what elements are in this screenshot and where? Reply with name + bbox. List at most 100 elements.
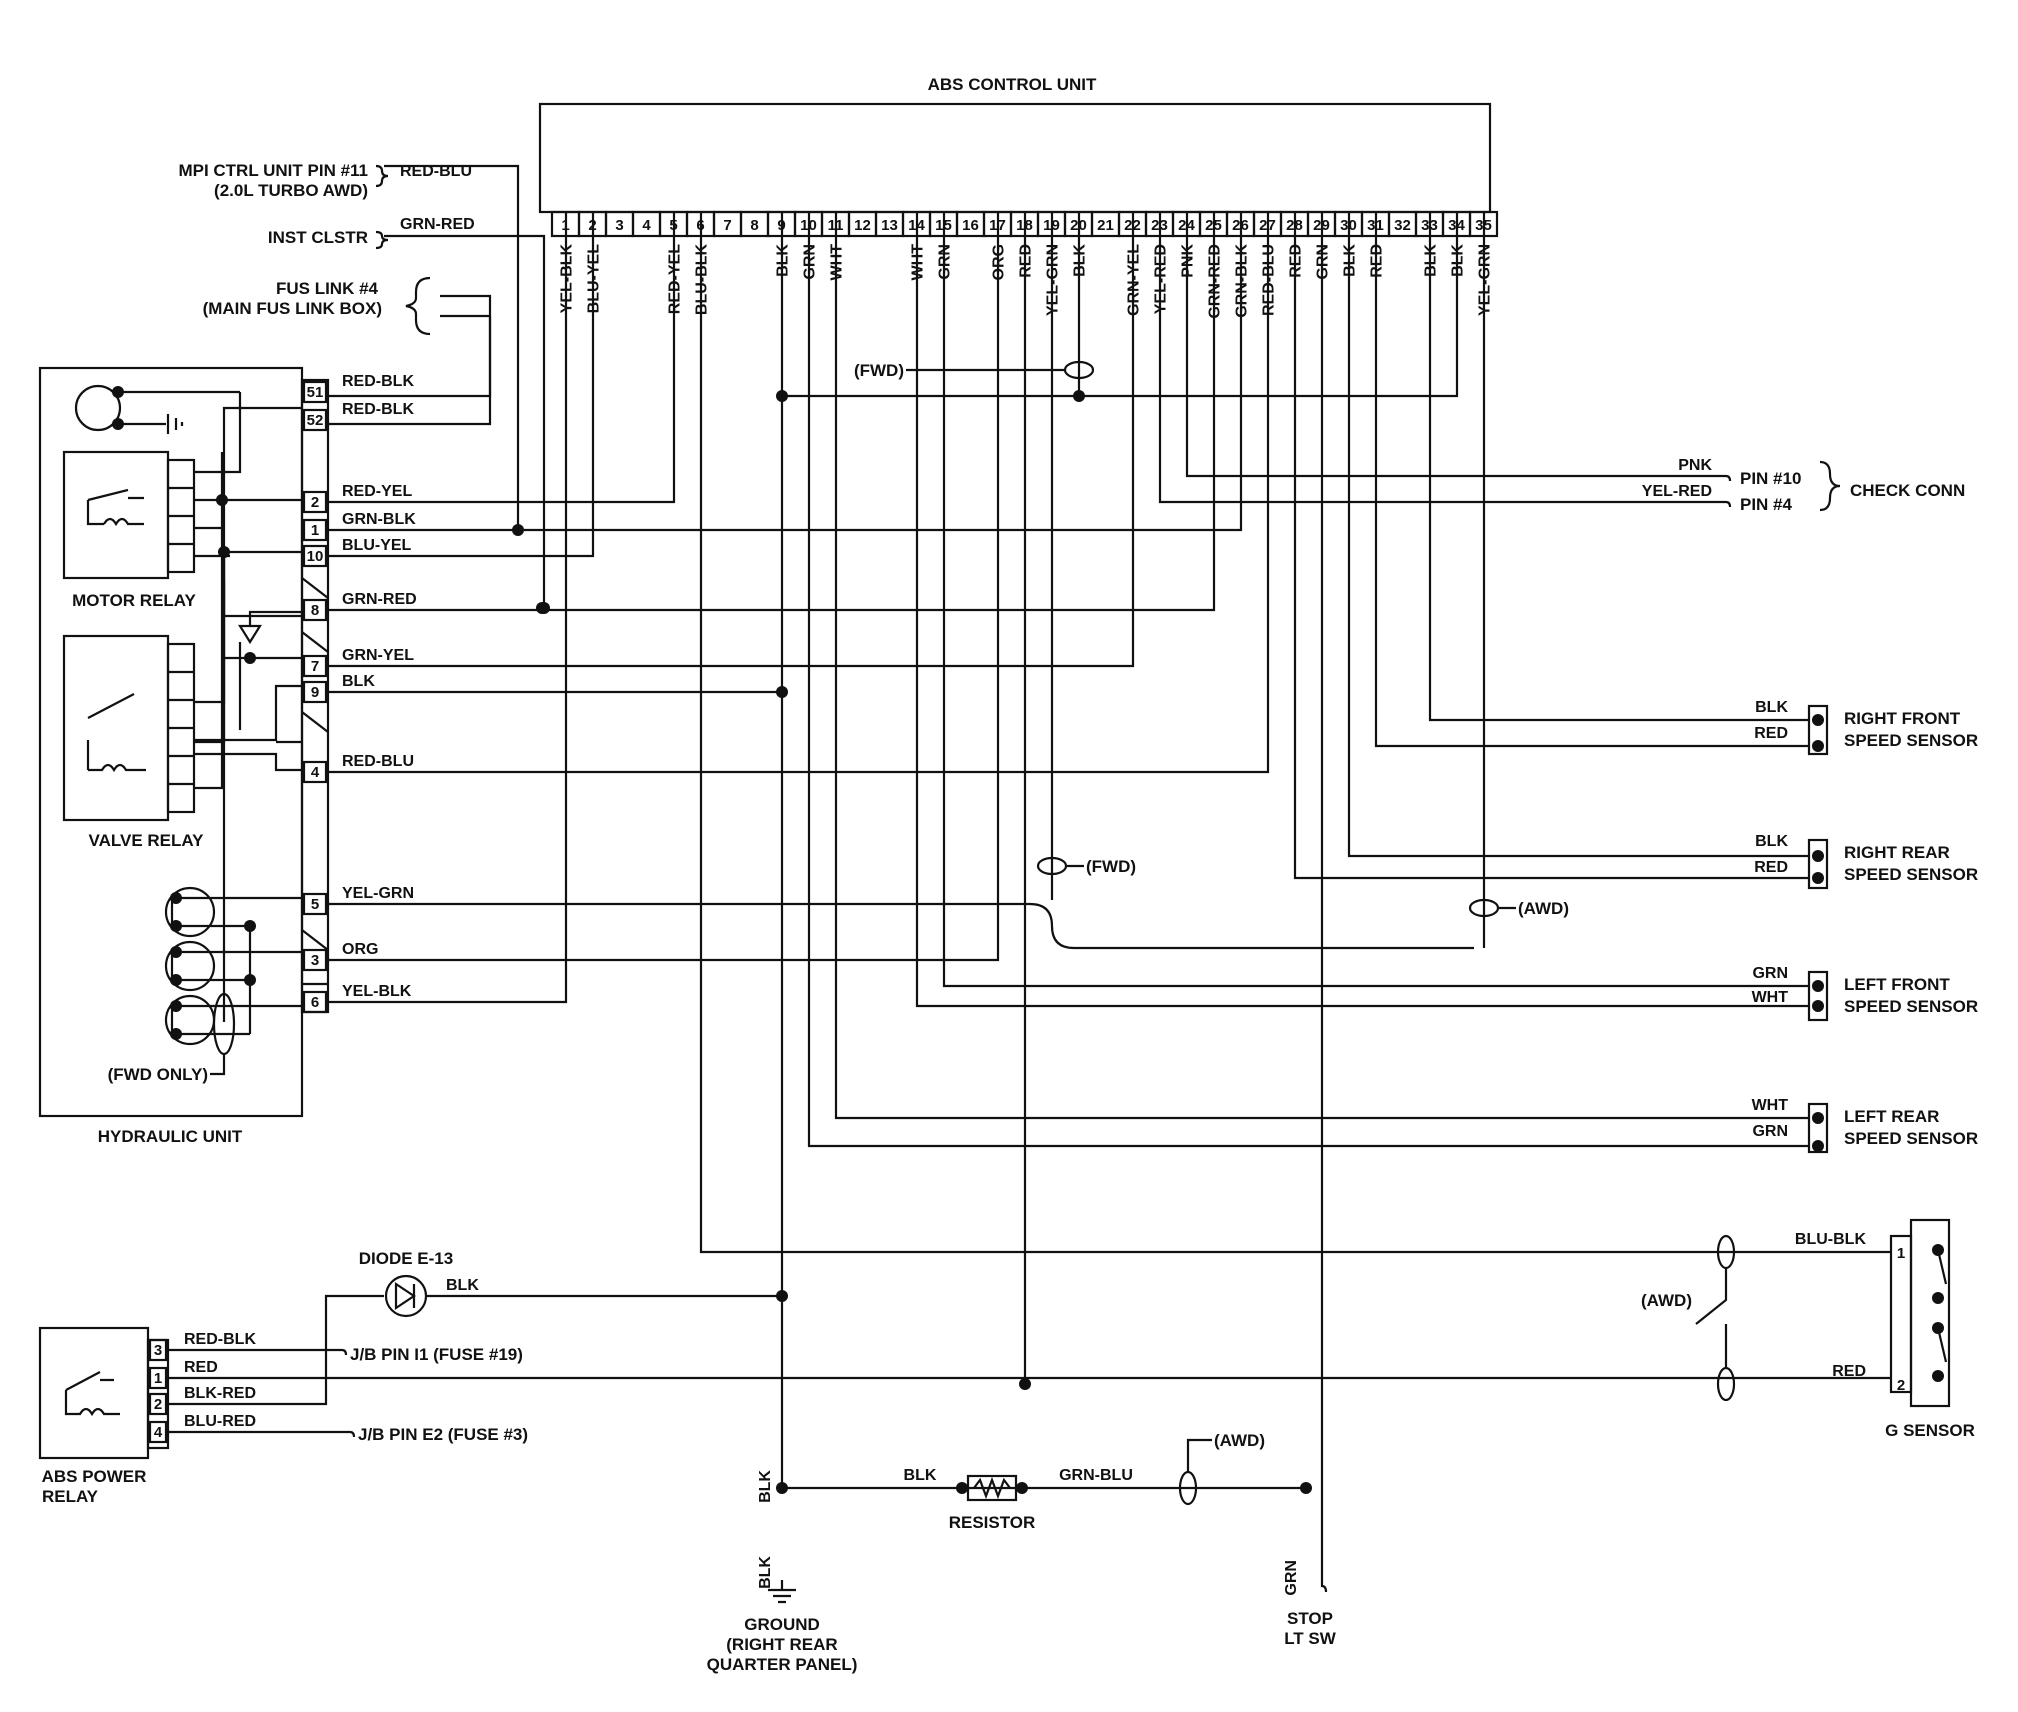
svg-text:BLK: BLK xyxy=(1755,833,1788,850)
hydraulic-pin-box xyxy=(302,380,328,404)
hydraulic-pin-number: 1 xyxy=(311,522,319,539)
abs-power-relay-label-1: ABS POWER xyxy=(42,1467,147,1486)
hydraulic-pin-box xyxy=(302,892,328,916)
diode-out-wire-label: BLK xyxy=(446,1277,479,1294)
abs-power-relay-wire-color: RED xyxy=(184,1359,218,1376)
svg-text:BLK: BLK xyxy=(1755,699,1788,716)
hydraulic-pin-number: 7 xyxy=(311,658,319,675)
hydraulic-pin-box xyxy=(302,654,328,678)
abs-power-relay-wire-color: RED-BLK xyxy=(184,1331,256,1348)
abs-control-unit xyxy=(538,102,1492,214)
check-pin-10: PIN #10 xyxy=(1740,469,1801,488)
svg-text:1: 1 xyxy=(1897,1245,1905,1262)
svg-text:SPEED SENSOR: SPEED SENSOR xyxy=(1844,865,1978,884)
motor-ground-icon xyxy=(166,414,184,434)
ground-wire-label-2: BLK xyxy=(757,1556,774,1589)
resistor-left-wire-label: BLK xyxy=(904,1467,937,1484)
hydraulic-pin-number: 5 xyxy=(311,896,319,913)
fus-brace xyxy=(405,276,431,336)
hydraulic-pin-number: 6 xyxy=(311,994,319,1011)
awd-splice-g2 xyxy=(1716,1366,1736,1402)
hydraulic-pin-number: 2 xyxy=(311,494,319,511)
ecu-pin-number: 4 xyxy=(642,217,651,234)
valve-relay-box xyxy=(62,634,170,822)
valve-relay-contact xyxy=(86,693,146,773)
left-rear-speed-sensor: WHT GRN LEFT REAR SPEED SENSOR xyxy=(1752,1097,1978,1154)
fus-link-label-1: FUS LINK #4 xyxy=(276,279,379,298)
ecu-pin-number: 12 xyxy=(854,217,871,234)
check-pin-4: PIN #4 xyxy=(1740,495,1793,514)
hydraulic-pin-number: 9 xyxy=(311,684,319,701)
svg-text:RED: RED xyxy=(1754,859,1788,876)
right-rear-speed-sensor: BLK RED RIGHT REAR SPEED SENSOR xyxy=(1754,833,1978,890)
fwd-only-label: (FWD ONLY) xyxy=(108,1065,208,1084)
mpi-label-2: (2.0L TURBO AWD) xyxy=(214,181,368,200)
ecu-pin-number: 16 xyxy=(962,217,979,234)
hydraulic-wire-color: ORG xyxy=(342,941,378,958)
jb-pin-e2-label: J/B PIN E2 (FUSE #3) xyxy=(358,1425,528,1444)
abs-power-relay-pin-box xyxy=(148,1338,168,1362)
awd-label-g: (AWD) xyxy=(1641,1291,1692,1310)
svg-text:G SENSOR: G SENSOR xyxy=(1885,1421,1975,1440)
jb-pin-i1-label: J/B PIN I1 (FUSE #19) xyxy=(350,1345,523,1364)
hydraulic-wire-color: RED-BLU xyxy=(342,753,414,770)
hydraulic-pin-box xyxy=(302,948,328,972)
hydraulic-wire-color: BLK xyxy=(342,673,375,690)
hydraulic-pin-box xyxy=(302,680,328,704)
hydraulic-pin-number: 4 xyxy=(311,764,320,781)
ecu-wires xyxy=(328,212,1891,1558)
hydraulic-pin-number: 10 xyxy=(307,548,324,565)
hydraulic-wire-color: BLU-YEL xyxy=(342,537,412,554)
ground-label-2: (RIGHT REAR xyxy=(726,1635,837,1654)
hydraulic-wire-color: RED-BLK xyxy=(342,401,414,418)
ecu-pin-number: 3 xyxy=(615,217,623,234)
awd-label-mid: (AWD) xyxy=(1518,899,1569,918)
abs-power-relay-pin-box xyxy=(148,1420,168,1444)
motor-relay-box xyxy=(62,450,170,580)
hydraulic-pin-number: 3 xyxy=(311,952,319,969)
abs-power-relay-pin-box xyxy=(148,1366,168,1390)
hydraulic-pin-box xyxy=(302,518,328,542)
abs-power-relay-label-2: RELAY xyxy=(42,1487,99,1506)
left-front-speed-sensor: GRN WHT LEFT FRONT SPEED SENSOR xyxy=(1752,965,1978,1022)
check-pnk-label: PNK xyxy=(1678,457,1712,474)
inst-clstr-label: INST CLSTR xyxy=(268,228,368,247)
svg-text:LEFT FRONT: LEFT FRONT xyxy=(1844,975,1950,994)
hydraulic-pin-box xyxy=(302,598,328,622)
ecu-pin-number: 13 xyxy=(881,217,898,234)
motor-relay-label: MOTOR RELAY xyxy=(72,591,196,610)
hydraulic-pin-box xyxy=(302,490,328,514)
ground-wire-label-1: BLK xyxy=(757,1470,774,1503)
fwd-label-mid: (FWD) xyxy=(1086,857,1136,876)
right-front-speed-sensor: BLK RED RIGHT FRONT SPEED SENSOR xyxy=(1754,699,1978,756)
hydraulic-pin-box xyxy=(302,990,328,1014)
ecu-pin-number: 8 xyxy=(750,217,758,234)
hydraulic-pin-box xyxy=(302,760,328,784)
svg-text:BLU-BLK: BLU-BLK xyxy=(1795,1231,1867,1248)
stop-lt-sw-label-2: LT SW xyxy=(1284,1629,1337,1648)
abs-power-relay-box xyxy=(38,1326,150,1460)
svg-text:WHT: WHT xyxy=(1752,1097,1789,1114)
abs-power-relay-pin-number: 1 xyxy=(154,1370,162,1387)
hydraulic-wire-color: RED-YEL xyxy=(342,483,412,500)
hydraulic-unit-label: HYDRAULIC UNIT xyxy=(98,1127,243,1146)
svg-text:SPEED SENSOR: SPEED SENSOR xyxy=(1844,1129,1978,1148)
fwd-label-top: (FWD) xyxy=(854,361,904,380)
check-yelred-label: YEL-RED xyxy=(1642,483,1712,500)
mpi-brace xyxy=(375,164,389,188)
valve-relay-label: VALVE RELAY xyxy=(89,831,205,850)
hydraulic-wire-color: YEL-GRN xyxy=(342,885,414,902)
motor-relay-contact xyxy=(86,488,144,527)
hydraulic-wire-color: GRN-RED xyxy=(342,591,417,608)
stop-lt-sw-label-1: STOP xyxy=(1287,1609,1333,1628)
mpi-label-1: MPI CTRL UNIT PIN #11 xyxy=(178,161,368,180)
solenoid-1 xyxy=(164,886,302,938)
ecu-title: ABS CONTROL UNIT xyxy=(928,75,1097,94)
svg-text:RIGHT FRONT: RIGHT FRONT xyxy=(1844,709,1961,728)
svg-text:SPEED SENSOR: SPEED SENSOR xyxy=(1844,731,1978,750)
resistor-right-wire-label: GRN-BLU xyxy=(1059,1467,1133,1484)
